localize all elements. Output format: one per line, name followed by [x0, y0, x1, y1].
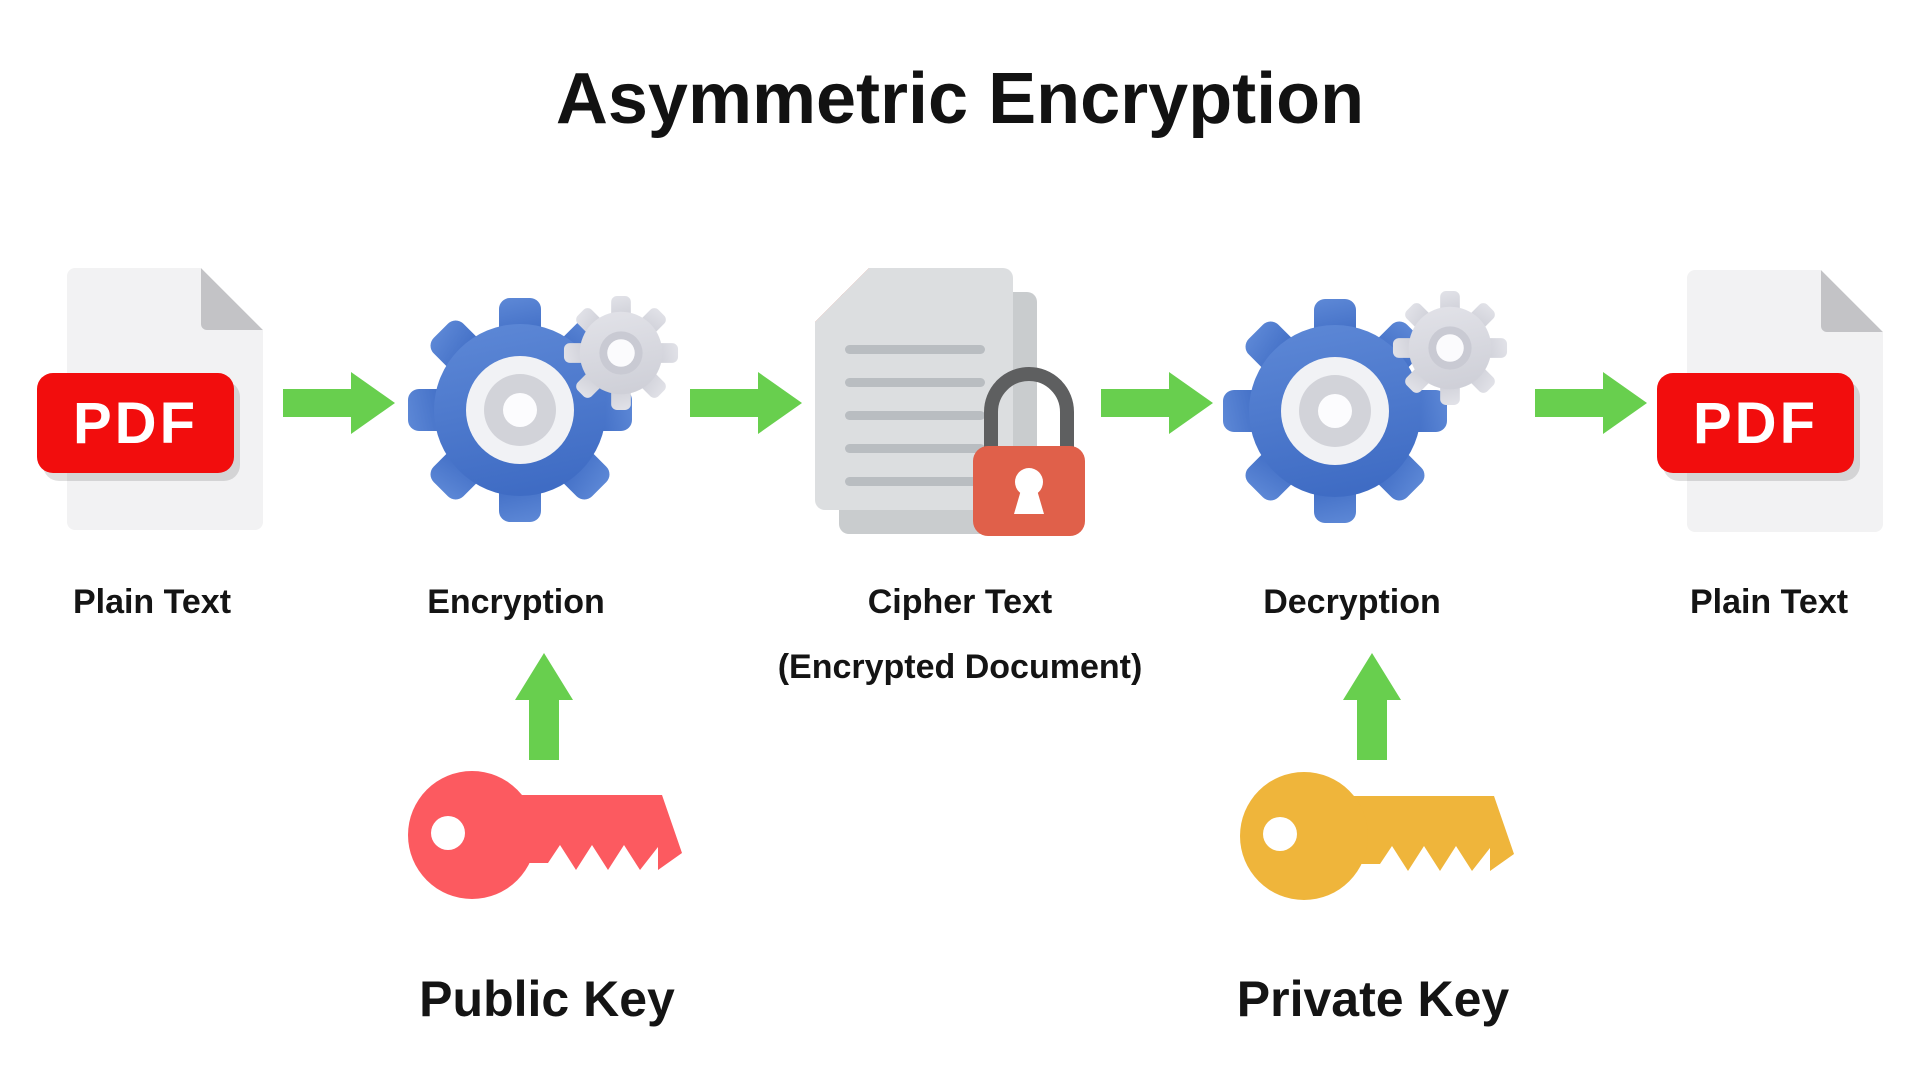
pdf-badge: PDF	[37, 373, 234, 473]
pdf-badge: PDF	[1657, 373, 1854, 473]
lock-icon	[973, 367, 1085, 536]
page-title: Asymmetric Encryption	[555, 59, 1365, 139]
stage-label-plain-text-left: Plain Text	[72, 583, 232, 621]
arrow-right-icon	[283, 372, 395, 434]
key-icon	[408, 771, 682, 899]
document-text-line	[845, 477, 985, 486]
pdf-badge-label: PDF	[73, 390, 198, 456]
document-text-line	[845, 345, 985, 354]
gears-icon	[408, 298, 632, 522]
pdf-badge-label: PDF	[1693, 390, 1818, 456]
key-icon	[1240, 772, 1514, 900]
stage-label-plain-text-right: Plain Text	[1689, 583, 1849, 621]
small-gear-icon	[1392, 290, 1508, 406]
page-fold-corner-icon	[1821, 270, 1883, 332]
stage-label-encryption: Encryption	[427, 583, 605, 621]
document-text-line	[845, 411, 985, 420]
document-fold-corner-icon	[815, 268, 869, 322]
arrow-up-icon	[1343, 653, 1401, 760]
private-key-label: Private Key	[1236, 971, 1510, 1027]
arrow-up-icon	[515, 653, 573, 760]
small-gear-icon	[563, 295, 679, 411]
document-text-line	[845, 378, 985, 387]
public-key-label: Public Key	[419, 971, 675, 1027]
page-fold-corner-icon	[201, 268, 263, 330]
arrow-right-icon	[690, 372, 802, 434]
arrow-right-icon	[1535, 372, 1647, 434]
document-text-line	[845, 444, 985, 453]
stage-label-cipher-text: Cipher Text	[867, 583, 1053, 621]
arrow-right-icon	[1101, 372, 1213, 434]
stage-label-decryption: Decryption	[1263, 583, 1441, 621]
encrypted-document-icon	[815, 268, 1013, 510]
gears-icon	[1223, 299, 1447, 523]
stage-sublabel-encrypted-document: (Encrypted Document)	[777, 648, 1143, 686]
